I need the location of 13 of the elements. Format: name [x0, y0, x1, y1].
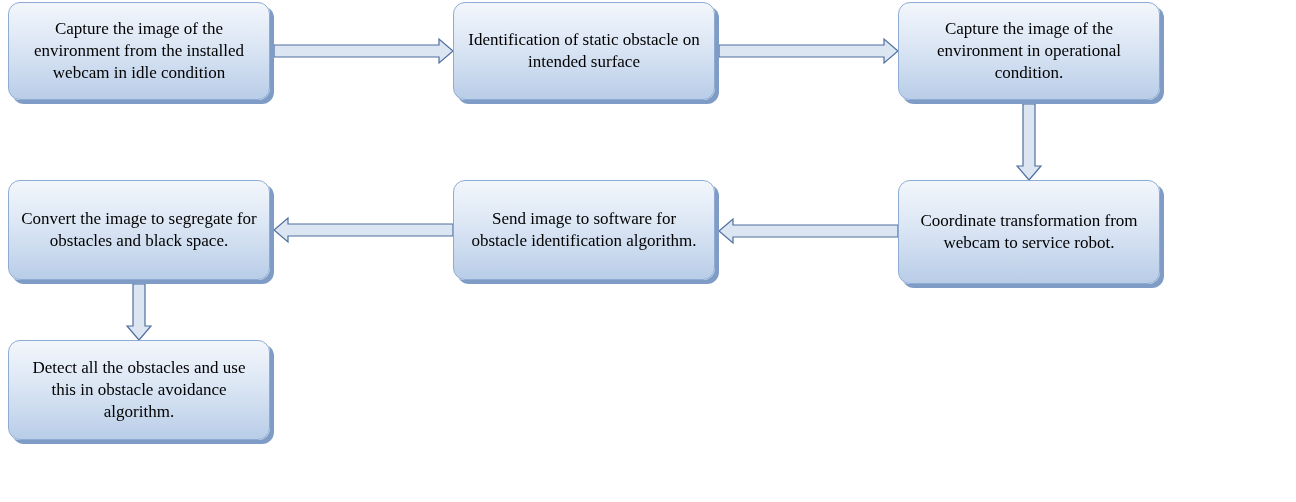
block-arrow: [273, 37, 454, 65]
step-text: Send image to software for obstacle identification algorithm.: [470, 208, 698, 252]
block-arrow: [1015, 103, 1043, 181]
step-text: Coordinate transformation from webcam to service robot.: [919, 210, 1139, 254]
step-text: Detect all the obstacles and use this in obstacle avoidance algorithm.: [31, 357, 247, 423]
step-text: Capture the image of the environment in operational condition.: [935, 18, 1123, 84]
step-text: Capture the image of the environment from the installed webcam in idle condition: [32, 18, 246, 84]
block-arrow: [718, 217, 899, 245]
step-text: Convert the image to segregate for obstacles and black space.: [21, 208, 257, 252]
block-arrow: [718, 37, 899, 65]
step-text: Identification of static obstacle on intended surface: [467, 29, 701, 73]
block-arrow: [273, 216, 454, 244]
block-arrow: [125, 283, 153, 341]
